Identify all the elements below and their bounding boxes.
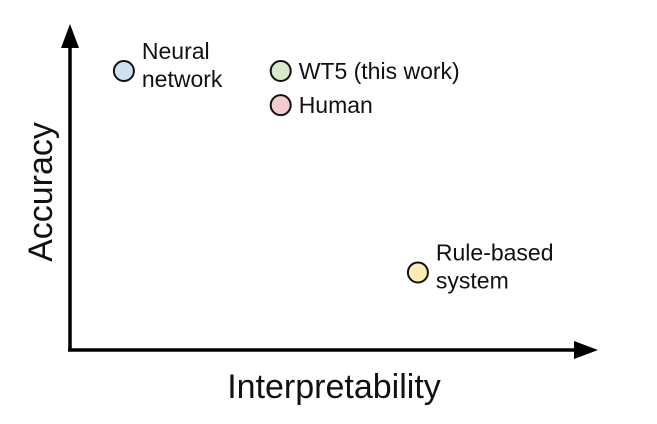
x-axis-arrowhead: [574, 341, 598, 359]
data-point-label: network: [142, 66, 223, 92]
x-axis-title: Interpretability: [227, 368, 441, 406]
y-axis-title: Accuracy: [22, 122, 60, 262]
data-point-marker: [112, 60, 135, 82]
data-point-marker: [269, 60, 292, 82]
y-axis-arrowhead: [61, 24, 79, 48]
data-point-label: WT5 (this work): [299, 58, 460, 84]
axes: [61, 24, 598, 359]
data-point-label: Human: [299, 92, 373, 118]
data-point-marker: [406, 261, 429, 284]
data-point-label: system: [436, 268, 509, 294]
data-point-label: Rule-based: [436, 240, 554, 266]
data-point-marker: [269, 94, 292, 117]
data-point-group: WT5 (this work): [269, 58, 460, 84]
data-point-group: Human: [269, 92, 373, 118]
data-point-label: Neural: [142, 38, 210, 64]
